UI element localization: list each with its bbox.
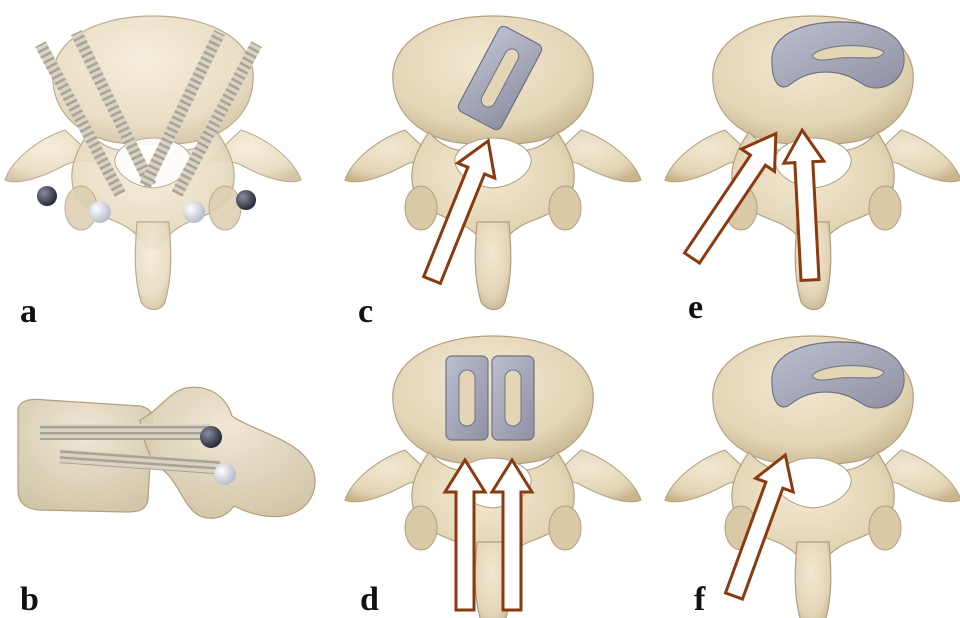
panel-a: a	[5, 16, 301, 330]
cage-right	[492, 356, 534, 440]
screw-lateral-1	[40, 424, 210, 440]
panel-label-f: f	[694, 581, 706, 618]
screw-head-dark-icon	[200, 426, 222, 448]
panel-label-a: a	[20, 293, 37, 330]
screw-head-light-icon	[214, 463, 236, 485]
panel-label-e: e	[688, 289, 703, 326]
cage-left	[446, 356, 488, 440]
panel-d: d	[345, 336, 641, 618]
panel-b: b	[18, 387, 315, 618]
panel-c: c	[345, 16, 641, 330]
panel-label-d: d	[360, 581, 379, 618]
panel-label-b: b	[20, 581, 39, 618]
panel-f: f	[665, 336, 960, 618]
panel-label-c: c	[358, 293, 373, 330]
panel-e: e	[665, 16, 960, 326]
